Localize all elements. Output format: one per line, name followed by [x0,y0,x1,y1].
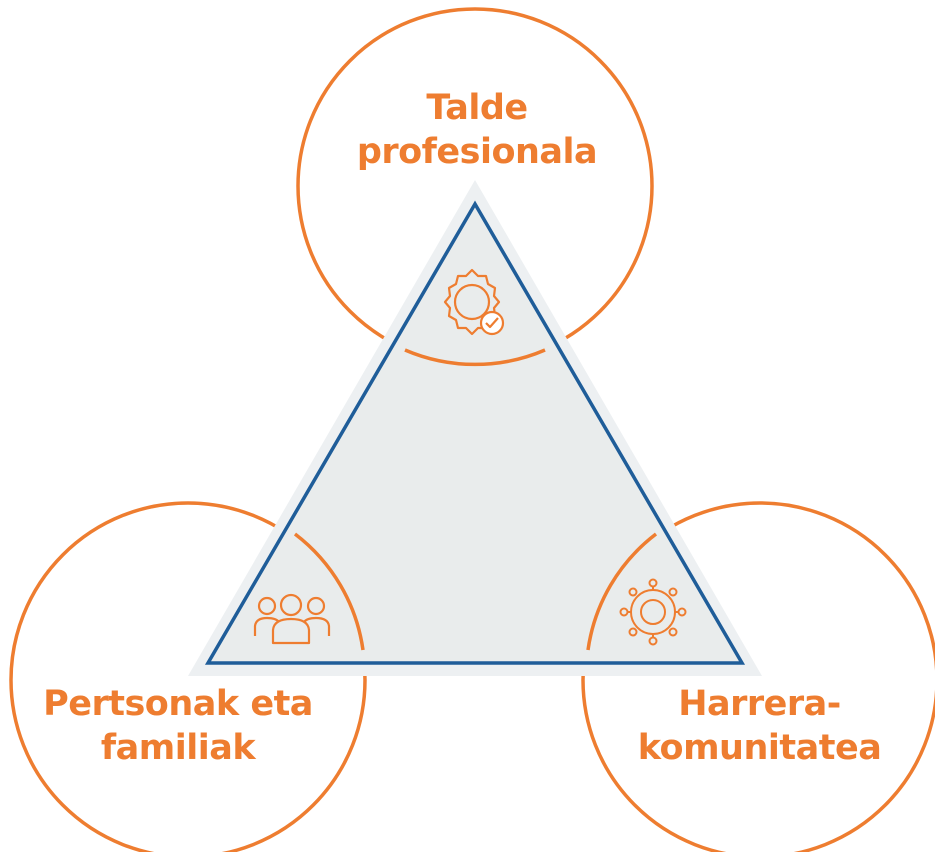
label-talde-profesionala: Talde profesionala [327,86,627,174]
gear-check-icon [443,268,505,336]
label-left-line2: familiak [100,728,256,768]
label-harrera-komunitatea: Harrera- komunitatea [602,682,917,770]
label-left-line1: Pertsonak eta [43,684,313,724]
label-pertsonak-eta-familiak: Pertsonak eta familiak [18,682,338,770]
arc-top [404,348,546,367]
community-network-icon [619,578,687,646]
label-top-line1: Talde [426,88,528,128]
label-top-line2: profesionala [356,132,598,172]
label-right-line1: Harrera- [678,684,841,724]
arc-right [586,532,658,651]
arc-left [293,532,365,651]
triangle-fill [204,200,746,665]
label-right-line2: komunitatea [637,728,882,768]
people-group-icon [253,593,331,645]
